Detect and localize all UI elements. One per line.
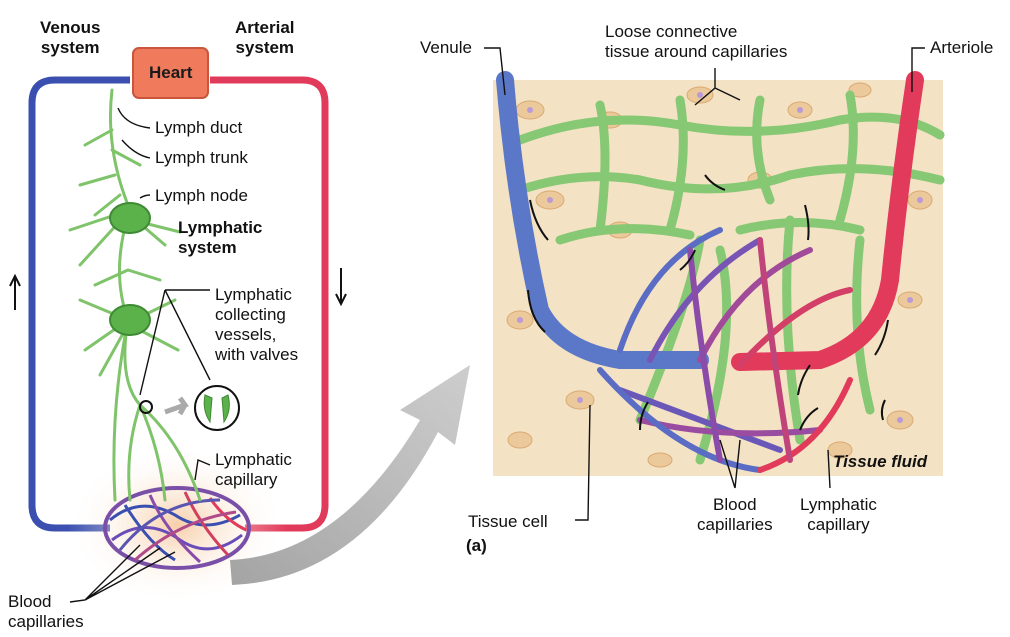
lymph-duct-label: Lymph duct [155, 118, 242, 138]
lymph-node-label: Lymph node [155, 186, 248, 206]
tissue-background [493, 80, 943, 476]
tissue-cell-label: Tissue cell [468, 512, 548, 532]
valve-inset [195, 386, 239, 430]
lymph-trunk-label: Lymph trunk [155, 148, 248, 168]
venule-label: Venule [420, 38, 472, 58]
valve-pointer-arrow [165, 398, 185, 414]
heart-label: Heart [149, 63, 192, 83]
lymph-node-lower [110, 305, 150, 335]
panel-label-a: (a) [466, 536, 487, 556]
up-arrow-icon [10, 276, 20, 310]
lymph-node-upper [110, 203, 150, 233]
arteriole-label: Arteriole [930, 38, 993, 58]
tissue-fluid-label: Tissue fluid [833, 452, 927, 472]
right-panel [484, 48, 943, 520]
down-arrow-icon [336, 268, 346, 304]
